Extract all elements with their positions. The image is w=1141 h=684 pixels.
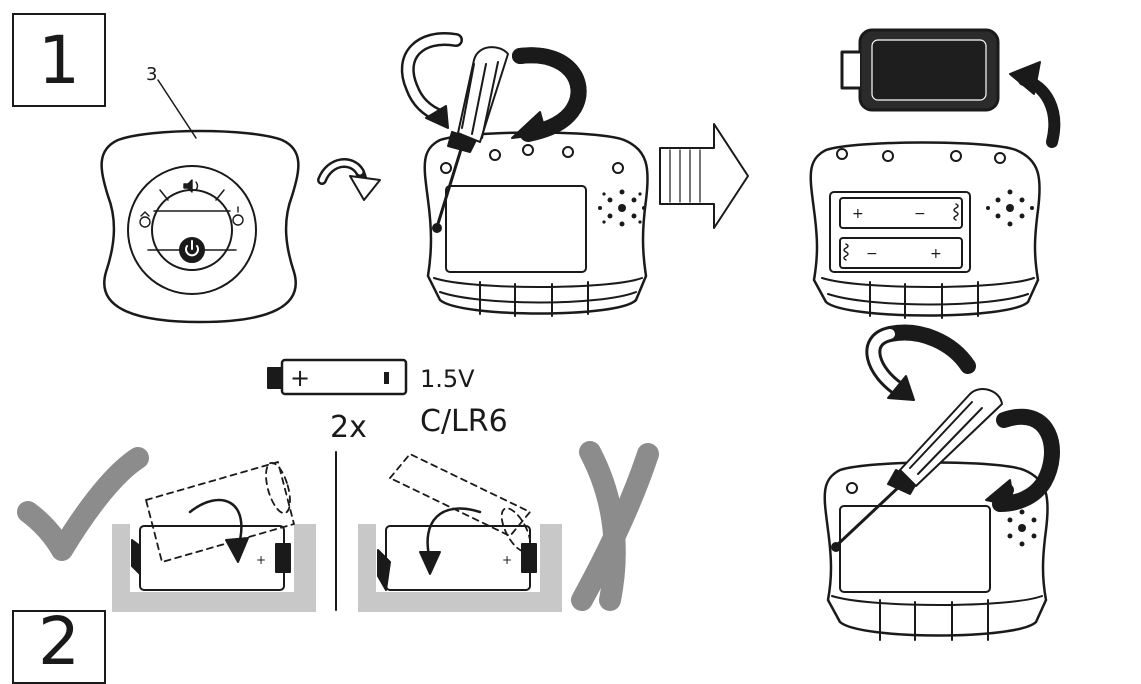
rotate-arrow-icon — [317, 158, 381, 201]
right-button-icon — [232, 206, 244, 226]
battery-type: C/LR6 — [420, 404, 508, 439]
tray-plus-left: + — [852, 206, 864, 222]
tray-minus-left: − — [914, 206, 926, 222]
tray-spring-top — [953, 203, 959, 221]
lift-arrow-icon — [1009, 61, 1061, 148]
check-icon — [17, 447, 149, 561]
instruction-diagram: 1 2 3 1.5V 2x C/LR6 — [12, 13, 1061, 684]
device-back-screw — [823, 324, 1060, 641]
callout-line — [157, 79, 197, 139]
tray-minus-right: − — [866, 246, 878, 262]
battery-voltage: 1.5V — [420, 365, 475, 393]
rotate-arrow-icon — [400, 32, 587, 142]
illustration-canvas: + + − − + + + — [17, 28, 1061, 641]
device-back-open — [809, 28, 1061, 319]
rotate-arrow-icon — [865, 324, 1060, 512]
left-button-icon — [139, 211, 151, 228]
cross-icon — [571, 441, 659, 611]
device-back-unscrew — [400, 32, 649, 317]
insert-tray — [358, 524, 562, 612]
wrong-plus-sign: + — [502, 553, 512, 567]
speaker-grille — [598, 189, 646, 227]
correct-plus-sign: + — [256, 553, 266, 567]
battery-tray — [829, 191, 971, 273]
insert-correct — [17, 447, 316, 612]
speaker-icon — [183, 179, 199, 193]
device-body — [100, 129, 300, 324]
device-front — [100, 79, 300, 324]
screwdriver-icon — [432, 46, 509, 233]
step-number-1: 1 — [12, 13, 106, 107]
battery-symbol — [267, 358, 408, 396]
battery-count: 2x — [330, 410, 367, 445]
battery-plus-sign: + — [290, 364, 310, 392]
insert-tray — [112, 524, 316, 612]
power-icon — [179, 237, 205, 263]
tray-spring-bottom — [843, 243, 849, 261]
callout-number: 3 — [146, 64, 158, 85]
control-ring-outer — [127, 165, 257, 295]
tray-plus-right: + — [930, 246, 942, 262]
screwdriver-icon — [831, 388, 1003, 552]
next-arrow-icon — [659, 123, 749, 229]
insert-wrong — [358, 441, 659, 612]
